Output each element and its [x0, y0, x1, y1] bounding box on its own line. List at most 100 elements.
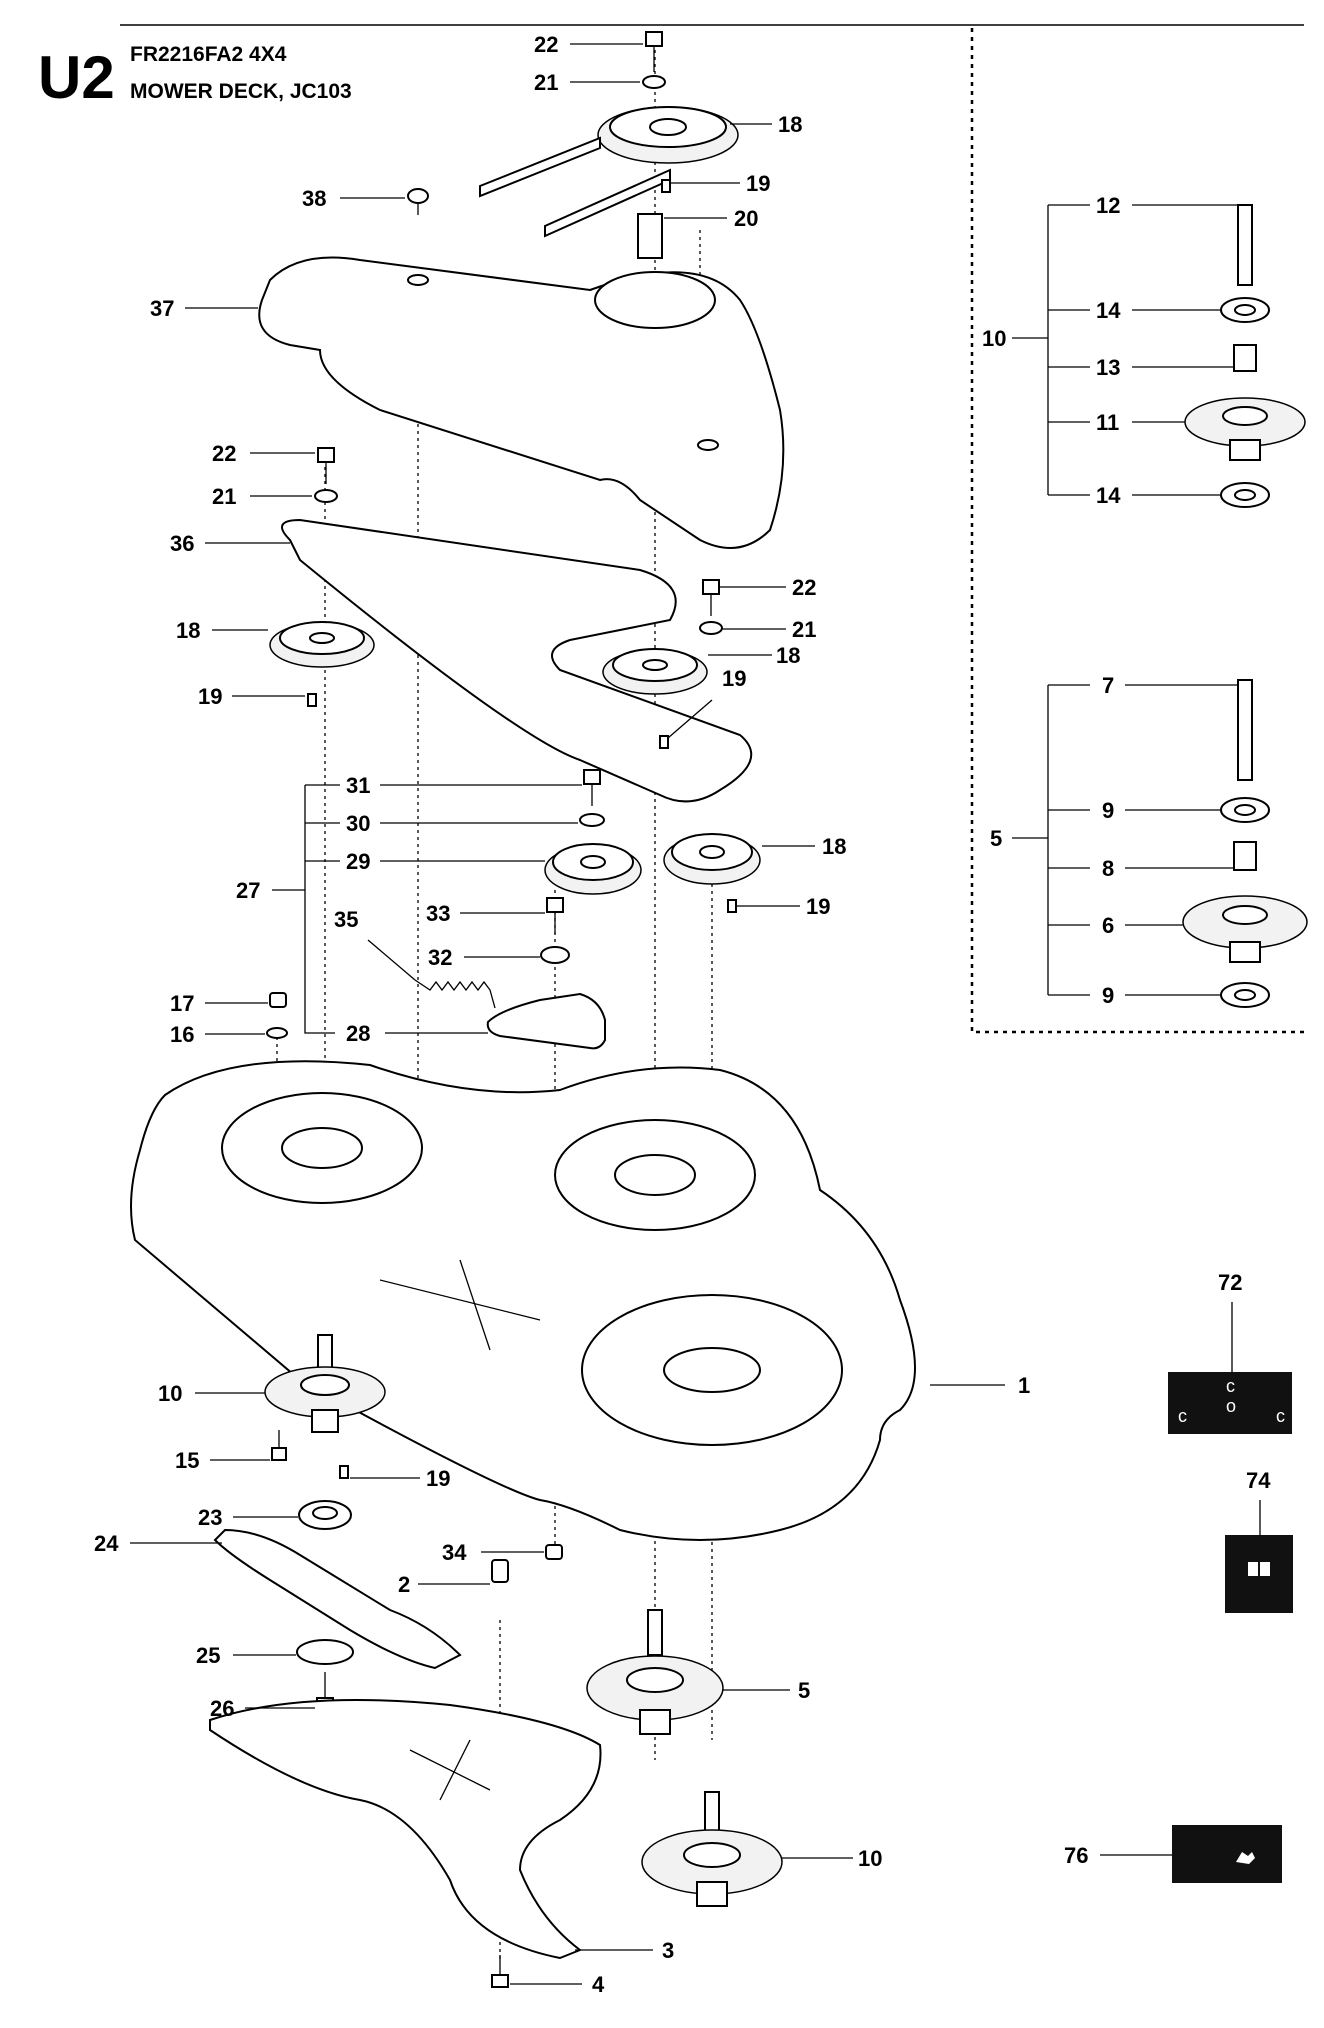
part-spring-35 — [414, 979, 496, 1009]
svg-text:o: o — [1226, 1396, 1236, 1416]
part-chute-3 — [209, 1699, 602, 1960]
part-bolt-4 — [491, 1955, 509, 1988]
callout-21: 21 — [792, 617, 816, 642]
callout-23: 23 — [198, 1505, 222, 1530]
callout-5: 5 — [798, 1678, 810, 1703]
part-belt-cover-37 — [258, 256, 785, 549]
callout-19: 19 — [746, 171, 770, 196]
callout-4: 4 — [592, 1972, 605, 1997]
callout-24: 24 — [94, 1531, 119, 1556]
kit-callout-7: 7 — [1102, 673, 1114, 698]
callout-36: 36 — [170, 531, 194, 556]
kit-callout-9: 9 — [1102, 798, 1114, 823]
callout-19: 19 — [722, 666, 746, 691]
part-washer-32 — [540, 946, 570, 964]
part-screw-38 — [407, 188, 429, 215]
part-pulley-18-left — [269, 621, 375, 668]
part-key-19-right — [727, 899, 737, 913]
callout-22: 22 — [534, 32, 558, 57]
part-key-19-left — [307, 693, 317, 707]
page-title: MOWER DECK, JC103 — [130, 80, 352, 103]
callout-30: 30 — [346, 811, 370, 836]
kit-shaft-7 — [1237, 679, 1253, 781]
callout-3: 3 — [662, 1938, 674, 1963]
part-key-19-center — [659, 735, 669, 749]
kit-callout-13: 13 — [1096, 355, 1120, 380]
svg-text:c: c — [1178, 1406, 1187, 1426]
callout-22: 22 — [212, 441, 236, 466]
callout-10: 10 — [858, 1846, 882, 1871]
part-idler-arm-28 — [486, 992, 606, 1050]
part-bolt-22-top — [645, 31, 663, 72]
kit-callout-8: 8 — [1102, 856, 1114, 881]
callout-33: 33 — [426, 901, 450, 926]
kit-callout-10: 10 — [982, 326, 1006, 351]
kit-bearing-14-top — [1220, 297, 1270, 323]
callouts: 22 21 18 19 20 38 37 22 21 36 22 21 18 1… — [94, 32, 1271, 1997]
callout-15: 15 — [175, 1448, 199, 1473]
part-belt-segments-top — [479, 136, 671, 238]
part-pulley-18-center — [602, 648, 708, 695]
callout-17: 17 — [170, 991, 194, 1016]
callout-19: 19 — [198, 684, 222, 709]
part-key-19-lower — [339, 1465, 349, 1479]
kit-callout-12: 12 — [1096, 193, 1120, 218]
callout-37: 37 — [150, 296, 174, 321]
part-spindle-5 — [586, 1609, 724, 1735]
kit-shaft-12 — [1237, 204, 1253, 286]
accessory-callout-76: 76 — [1064, 1843, 1088, 1868]
page-code: U2 — [38, 44, 115, 111]
part-bushing-20 — [637, 213, 663, 259]
part-bolt-22-left — [317, 447, 335, 484]
callout-21: 21 — [212, 484, 236, 509]
part-bearing-23 — [298, 1500, 352, 1530]
part-blade-24 — [213, 1528, 462, 1670]
kit-callout-14: 14 — [1096, 298, 1121, 323]
part-nut-34 — [545, 1544, 563, 1560]
callout-35: 35 — [334, 907, 358, 932]
part-idler-pulley-29 — [544, 843, 642, 895]
part-washer-25 — [296, 1639, 354, 1665]
callout-16: 16 — [170, 1022, 194, 1047]
accessory-callout-74: 74 — [1246, 1468, 1271, 1493]
kit-spacer-13 — [1233, 344, 1257, 372]
kit-frame — [970, 28, 1304, 1034]
callout-22: 22 — [792, 575, 816, 600]
callout-32: 32 — [428, 945, 452, 970]
callout-26: 26 — [210, 1696, 234, 1721]
callout-34: 34 — [442, 1540, 467, 1565]
kit-callout-14: 14 — [1096, 483, 1121, 508]
callout-2: 2 — [398, 1572, 410, 1597]
callout-19: 19 — [806, 894, 830, 919]
accessory-76-kit — [1172, 1825, 1282, 1883]
part-mower-deck-1 — [130, 1060, 916, 1541]
part-collar-2 — [491, 1559, 509, 1583]
callout-20: 20 — [734, 206, 758, 231]
callout-21: 21 — [534, 70, 558, 95]
part-washer-21-left — [314, 489, 338, 503]
part-bolt-33 — [546, 897, 564, 934]
kit-housing-6 — [1182, 895, 1308, 963]
leader-lines — [130, 43, 1261, 1985]
part-spindle-10-left — [264, 1334, 386, 1433]
callout-18: 18 — [176, 618, 200, 643]
callout-38: 38 — [302, 186, 326, 211]
kit-bearing-9-top — [1220, 797, 1270, 823]
part-washer-16 — [266, 1027, 288, 1039]
part-spindle-10-right — [641, 1791, 783, 1907]
part-bolt-15 — [271, 1430, 287, 1461]
callout-25: 25 — [196, 1643, 220, 1668]
part-washer-21-right — [699, 621, 723, 635]
part-nut-17 — [269, 992, 287, 1008]
chute-x-mark-b — [439, 1739, 471, 1801]
callout-31: 31 — [346, 773, 370, 798]
svg-text:c: c — [1226, 1376, 1235, 1396]
kit-spacer-8 — [1233, 841, 1257, 871]
callout-29: 29 — [346, 849, 370, 874]
accessory-74-manual — [1225, 1535, 1293, 1613]
accessory-callout-72: 72 — [1218, 1270, 1242, 1295]
kit-callout-11: 11 — [1096, 410, 1119, 435]
callout-18: 18 — [778, 112, 802, 137]
kit-callout-5: 5 — [990, 826, 1002, 851]
